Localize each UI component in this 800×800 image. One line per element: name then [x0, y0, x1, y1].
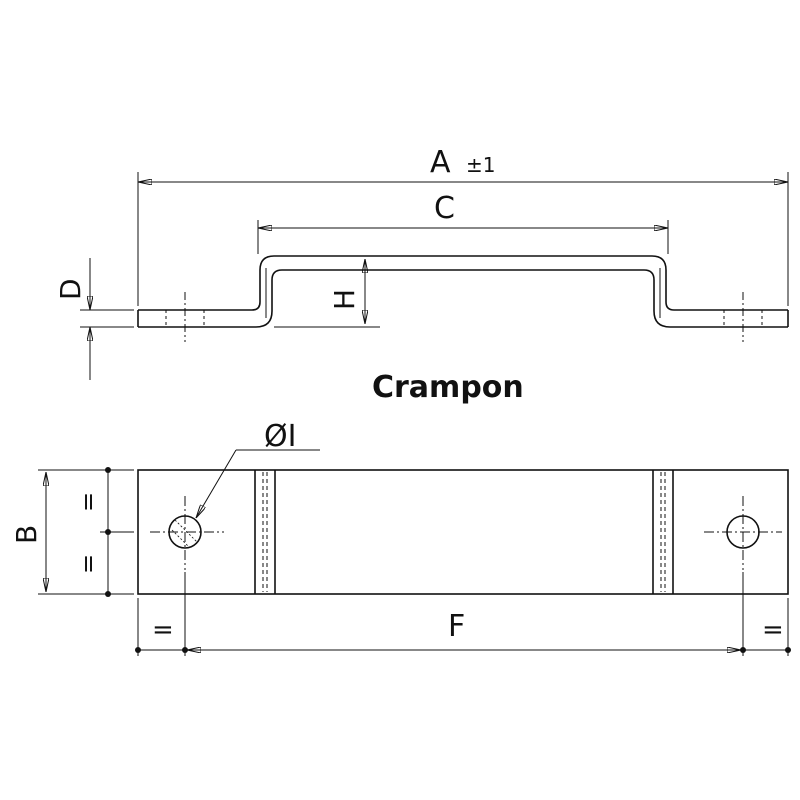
dimension-d — [80, 258, 134, 380]
dimension-a — [137, 172, 789, 306]
equal-mark-b-upper: = — [74, 492, 102, 512]
side-hole-marks — [165, 310, 763, 327]
dimension-c — [257, 220, 669, 254]
drawing-title: Crampon — [372, 370, 524, 405]
side-view — [137, 255, 789, 328]
dimension-h-label: H — [328, 289, 361, 310]
equal-mark-f-right: = — [762, 615, 784, 645]
dimension-b-dots — [105, 467, 111, 597]
dimension-c-label: C — [434, 191, 455, 226]
dimension-b — [38, 469, 134, 595]
top-view-bend-dashes — [262, 472, 666, 592]
side-profile-outer — [138, 255, 788, 311]
dimension-f — [137, 572, 789, 656]
side-hole-centerlines — [184, 292, 744, 342]
dimension-h — [274, 255, 380, 328]
dimension-a-tolerance: ±1 — [466, 153, 495, 177]
equal-mark-b-lower: = — [74, 554, 102, 574]
diameter-i-label: ØI — [264, 419, 296, 454]
top-view-centerlines — [150, 496, 782, 570]
hole-hatch — [171, 519, 198, 547]
dimension-d-label: D — [54, 278, 87, 300]
dimension-b-label: B — [10, 525, 43, 544]
side-profile-inner — [138, 269, 788, 328]
dimension-f-label: F — [448, 609, 465, 644]
top-view — [137, 469, 789, 595]
dimension-f-dots — [135, 647, 791, 653]
equal-mark-f-left: = — [152, 615, 174, 645]
diameter-i-leader — [196, 449, 320, 518]
dimension-a-label: A — [430, 145, 451, 180]
top-view-outline — [137, 469, 789, 595]
